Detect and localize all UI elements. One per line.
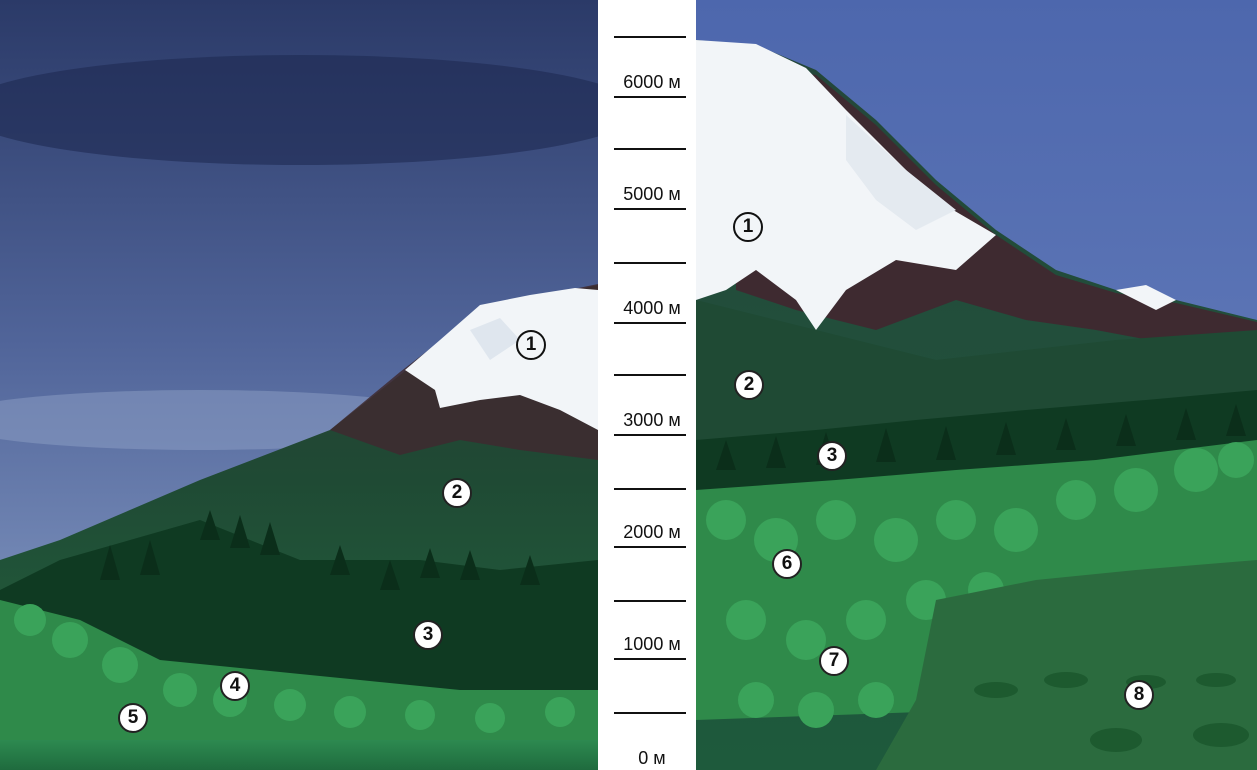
zone-marker-4: 4 [220, 671, 250, 701]
zone-marker-1: 1 [733, 212, 763, 242]
scale-tick [614, 434, 686, 436]
zone-marker-7: 7 [819, 646, 849, 676]
zone-marker-8: 8 [1124, 680, 1154, 710]
scale-tick [614, 712, 686, 714]
scale-label-3000: 3000 м [623, 410, 681, 430]
scale-tick [614, 546, 686, 548]
scale-tick [614, 148, 686, 150]
scale-label-6000: 6000 м [623, 72, 681, 92]
scale-tick [614, 658, 686, 660]
scale-tick [614, 262, 686, 264]
zone-marker-2: 2 [734, 370, 764, 400]
right-mountain-illustration [696, 0, 1257, 770]
scale-label-5000: 5000 м [623, 184, 681, 204]
zone-marker-3: 3 [413, 620, 443, 650]
altitude-scale: 6000 м 5000 м 4000 м 3000 м 2000 м 1000 … [598, 0, 696, 770]
right-mountain-panel: 1 2 3 6 7 8 [696, 0, 1257, 770]
scale-label-2000: 2000 м [623, 522, 681, 542]
zone-marker-1: 1 [516, 330, 546, 360]
scale-label-0: 0 м [638, 748, 666, 768]
zone-marker-2: 2 [442, 478, 472, 508]
scale-tick [614, 600, 686, 602]
scale-tick [614, 322, 686, 324]
scale-label-1000: 1000 м [623, 634, 681, 654]
scale-tick [614, 374, 686, 376]
scale-tick [614, 96, 686, 98]
zone-marker-6: 6 [772, 549, 802, 579]
zone-marker-5: 5 [118, 703, 148, 733]
zone-marker-3: 3 [817, 441, 847, 471]
scale-tick [614, 208, 686, 210]
left-mountain-illustration [0, 0, 598, 770]
scale-tick [614, 36, 686, 38]
scale-tick [614, 488, 686, 490]
left-mountain-panel: 1 2 3 4 5 [0, 0, 598, 770]
scale-label-4000: 4000 м [623, 298, 681, 318]
